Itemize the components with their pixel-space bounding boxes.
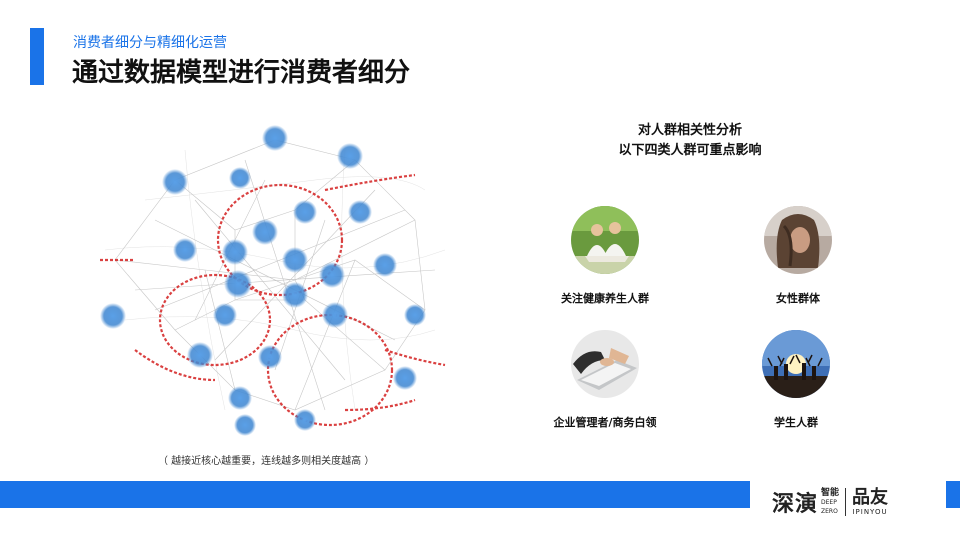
group-label: 企业管理者/商务白领 (553, 416, 657, 429)
logo-side-en-1: DEEP (821, 498, 837, 506)
students-photo (762, 330, 830, 398)
logo-brand: 品友 IPINYOU (852, 487, 889, 517)
group-label: 关注健康养生人群 (561, 292, 649, 305)
health-photo (571, 206, 639, 274)
footer-bar-end (946, 481, 960, 508)
logo-main-text: 深演 (772, 492, 819, 517)
women-photo (764, 206, 832, 274)
analysis-heading: 对人群相关性分析 以下四类人群可重点影响 (560, 121, 820, 161)
network-graph (95, 120, 455, 440)
logo-side-cn: 智能 (821, 487, 840, 498)
logo-brand-cn: 品友 (852, 487, 889, 508)
group-women: 女性群体 (718, 206, 878, 306)
group-business: 企业管理者/商务白领 (525, 330, 685, 430)
network-caption: （ 越接近核心越重要，连线越多则相关度越高 ） (158, 456, 375, 467)
logo-side: 智能 DEEP ZERO (821, 487, 840, 516)
group-label: 女性群体 (776, 292, 820, 305)
logo-side-en-2: ZERO (821, 507, 838, 515)
title-accent-bar (30, 28, 44, 85)
page-title: 通过数据模型进行消费者细分 (72, 58, 411, 88)
group-students: 学生人群 (716, 330, 876, 430)
page-subtitle: 消费者细分与精细化运营 (73, 35, 227, 51)
analysis-heading-line1: 对人群相关性分析 (637, 123, 742, 138)
footer-bar (0, 481, 750, 508)
company-logo: 深演 智能 DEEP ZERO 品友 IPINYOU (772, 484, 888, 520)
analysis-heading-line2: 以下四类人群可重点影响 (618, 143, 762, 158)
logo-brand-en: IPINYOU (852, 508, 888, 516)
group-label: 学生人群 (774, 416, 818, 429)
logo-divider (845, 488, 847, 516)
network-graph-image (100, 125, 446, 436)
business-photo (571, 330, 639, 398)
group-health: 关注健康养生人群 (525, 206, 685, 306)
